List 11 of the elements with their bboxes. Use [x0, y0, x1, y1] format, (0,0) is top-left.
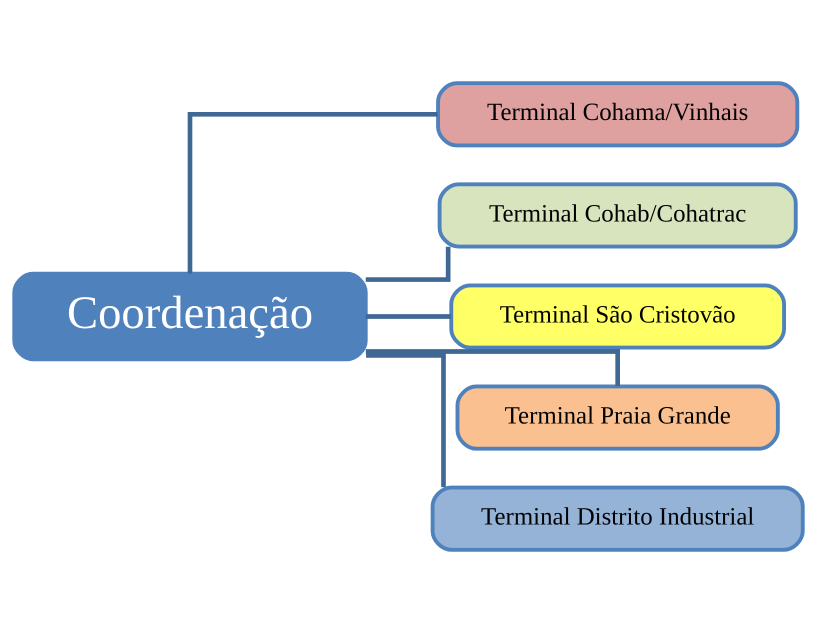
- node-box: Terminal Cohama/Vinhais: [436, 80, 800, 147]
- node-box: Terminal Distrito Industrial: [430, 485, 805, 552]
- node-box: Terminal São Cristovão: [449, 282, 786, 350]
- connector: [366, 246, 450, 282]
- connector: [366, 352, 446, 487]
- connector: [188, 112, 438, 274]
- node-box: Terminal Cohab/Cohatrac: [438, 182, 798, 248]
- connector: [366, 348, 620, 386]
- node-box: Coordenação: [12, 271, 368, 361]
- node-box: Terminal Praia Grande: [456, 384, 780, 450]
- connector: [366, 314, 451, 318]
